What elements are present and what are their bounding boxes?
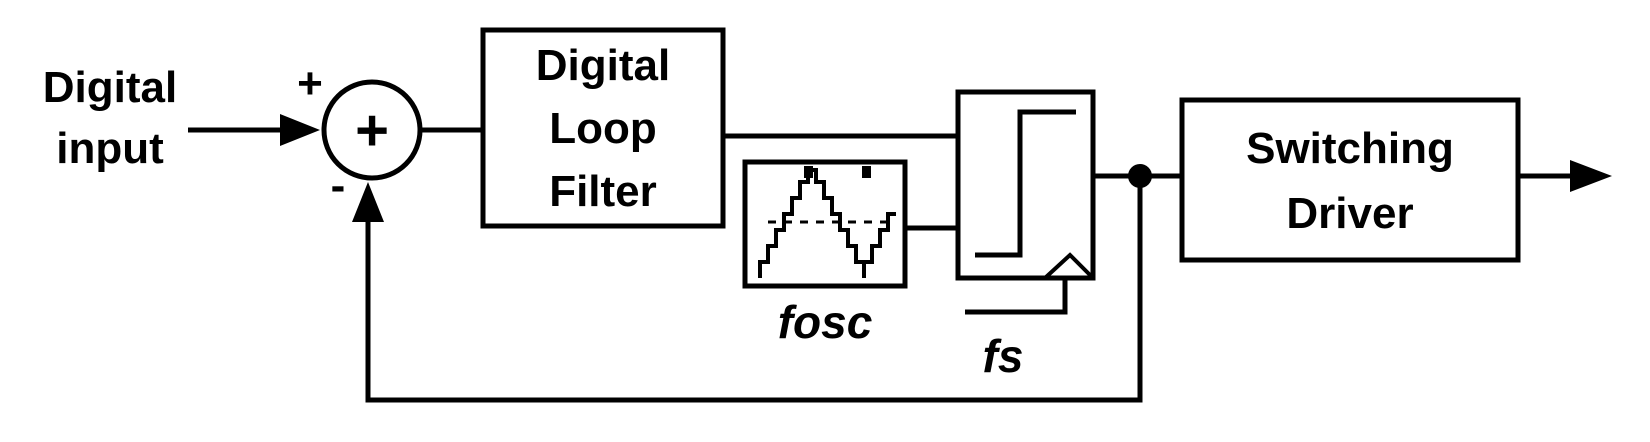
input-label-line1: Digital [43,63,177,112]
driver-label-line1: Switching [1246,124,1454,173]
clock-wire [965,278,1068,315]
sampling-frequency-label: fs [983,330,1024,382]
filter-label-line3: Filter [549,167,657,216]
summer-center-symbol: + [355,98,389,163]
filter-label-line1: Digital [536,41,670,90]
oscillator-frequency-label: fosc [778,296,873,348]
input-arrow [188,114,320,146]
step-symbol-icon [975,109,1076,258]
oscillator-waveform-icon [758,168,866,278]
summing-junction: + [321,79,423,181]
driver-label-line2: Driver [1286,189,1413,238]
clock-input-triangle-icon [1043,252,1095,280]
digital-loop-filter-block: Digital Loop Filter [480,27,726,229]
output-arrow [1518,160,1612,192]
switching-driver-block: Switching Driver [1179,97,1521,263]
summer-plus-sign: + [297,59,323,108]
summer-minus-sign: - [331,161,346,210]
feedback-path [352,176,1143,403]
comparator-sampler-block [955,89,1096,281]
filter-label-line2: Loop [549,104,657,153]
oscillator-block [742,159,908,289]
input-label-line2: input [56,124,164,173]
